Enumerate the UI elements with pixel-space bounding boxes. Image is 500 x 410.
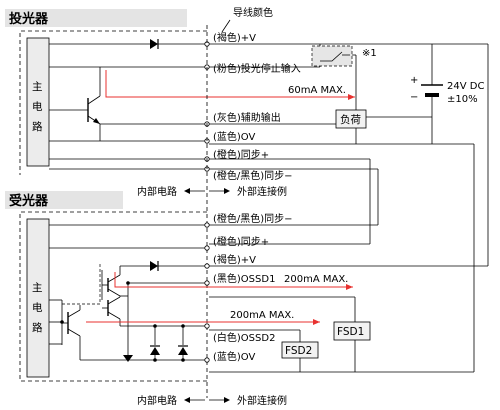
fsd2-label: FSD2 [285,345,312,357]
receiver-terminals [204,222,210,363]
switch-note: ※1 [362,48,377,59]
emitter-current-path [105,70,355,100]
emitter-header-bar [5,9,187,27]
receiver-wire-white: (白色)OSSD2 [213,331,275,344]
receiver-wire-orange-black: (橙色/黑色)同步− [213,212,293,225]
receiver-main-circuit [26,218,50,378]
receiver-enclosure [19,211,207,382]
emitter-wire-gray: (灰色)辅助输出 [213,111,281,124]
divider-arrowhead-left-1 [184,188,190,194]
receiver-title: 受光器 [9,193,49,209]
receiver-current-note-2: 200mA MAX. [230,310,294,321]
divider-external-2: 外部连接例 [237,394,287,407]
wire-color-pointer [221,19,231,33]
divider-arrowhead-right-2 [224,397,230,403]
receiver-wire-black: (黑色)OSSD1 [213,272,275,285]
fsd2-box [281,341,319,359]
transistor-dash-group [62,262,101,305]
stop-input-switch-box [311,45,353,67]
receiver-diode-3 [123,355,133,362]
emitter-main-char-2: 电 [32,100,43,113]
receiver-header-bar [5,191,123,209]
fsd1-box [333,321,371,341]
divider-arrowhead-left-2 [184,397,190,403]
emitter-main-char-3: 路 [32,120,43,133]
emitter-wire-orange-black: (橙色/黑色)同步− [213,169,293,182]
divider-external-1: 外部连接例 [237,185,287,198]
battery-plate-short [425,93,439,97]
receiver-wire-orange: (橙色)同步+ [213,235,269,248]
load-box [335,109,367,129]
emitter-external-wires [209,43,433,244]
emitter-transistor-arrow [93,118,100,124]
receiver-wire-blue: (蓝色)OV [213,350,255,363]
receiver-main-char-2: 电 [32,301,43,314]
fsd1-label: FSD1 [337,326,364,338]
receiver-current-path-1 [114,272,353,290]
receiver-diode-2 [178,347,188,355]
divider-arrowhead-right-1 [224,188,230,194]
emitter-current-note: 60mA MAX. [288,85,346,96]
emitter-enclosure [19,30,207,175]
divider-internal-2: 内部电路 [137,394,177,407]
receiver-diode-1 [150,347,160,355]
supply-voltage: 24V DC [447,81,484,92]
load-label: 负荷 [340,113,361,126]
emitter-wire-brown: (褐色)+V [213,31,256,44]
emitter-wire-pink: (粉色)投光停止输入 [213,62,301,75]
receiver-main-char-1: 主 [32,282,43,294]
supply-plus: + [410,75,418,86]
emitter-diode [150,39,158,49]
divider-internal-1: 内部电路 [137,185,177,198]
receiver-diode-v [150,261,158,271]
wire-color-title: 导线颜色 [233,6,273,19]
receiver-main-char-3: 路 [32,321,43,334]
receiver-current-note-1: 200mA MAX. [284,274,348,285]
stop-input-switch [320,51,350,62]
supply-minus: − [410,92,418,103]
emitter-wire-orange: (橙色)同步+ [213,148,269,161]
emitter-main-char-1: 主 [32,81,43,93]
receiver-junctions [60,281,185,362]
emitter-wires [49,43,207,170]
emitter-main-circuit [26,37,50,167]
receiver-wire-brown: (褐色)+V [213,253,256,266]
supply-tolerance: ±10% [447,94,478,105]
emitter-title: 投光器 [9,11,49,27]
receiver-external-wires [209,216,488,373]
receiver-internal-wires [49,224,207,361]
emitter-wire-blue: (蓝色)OV [213,130,255,143]
